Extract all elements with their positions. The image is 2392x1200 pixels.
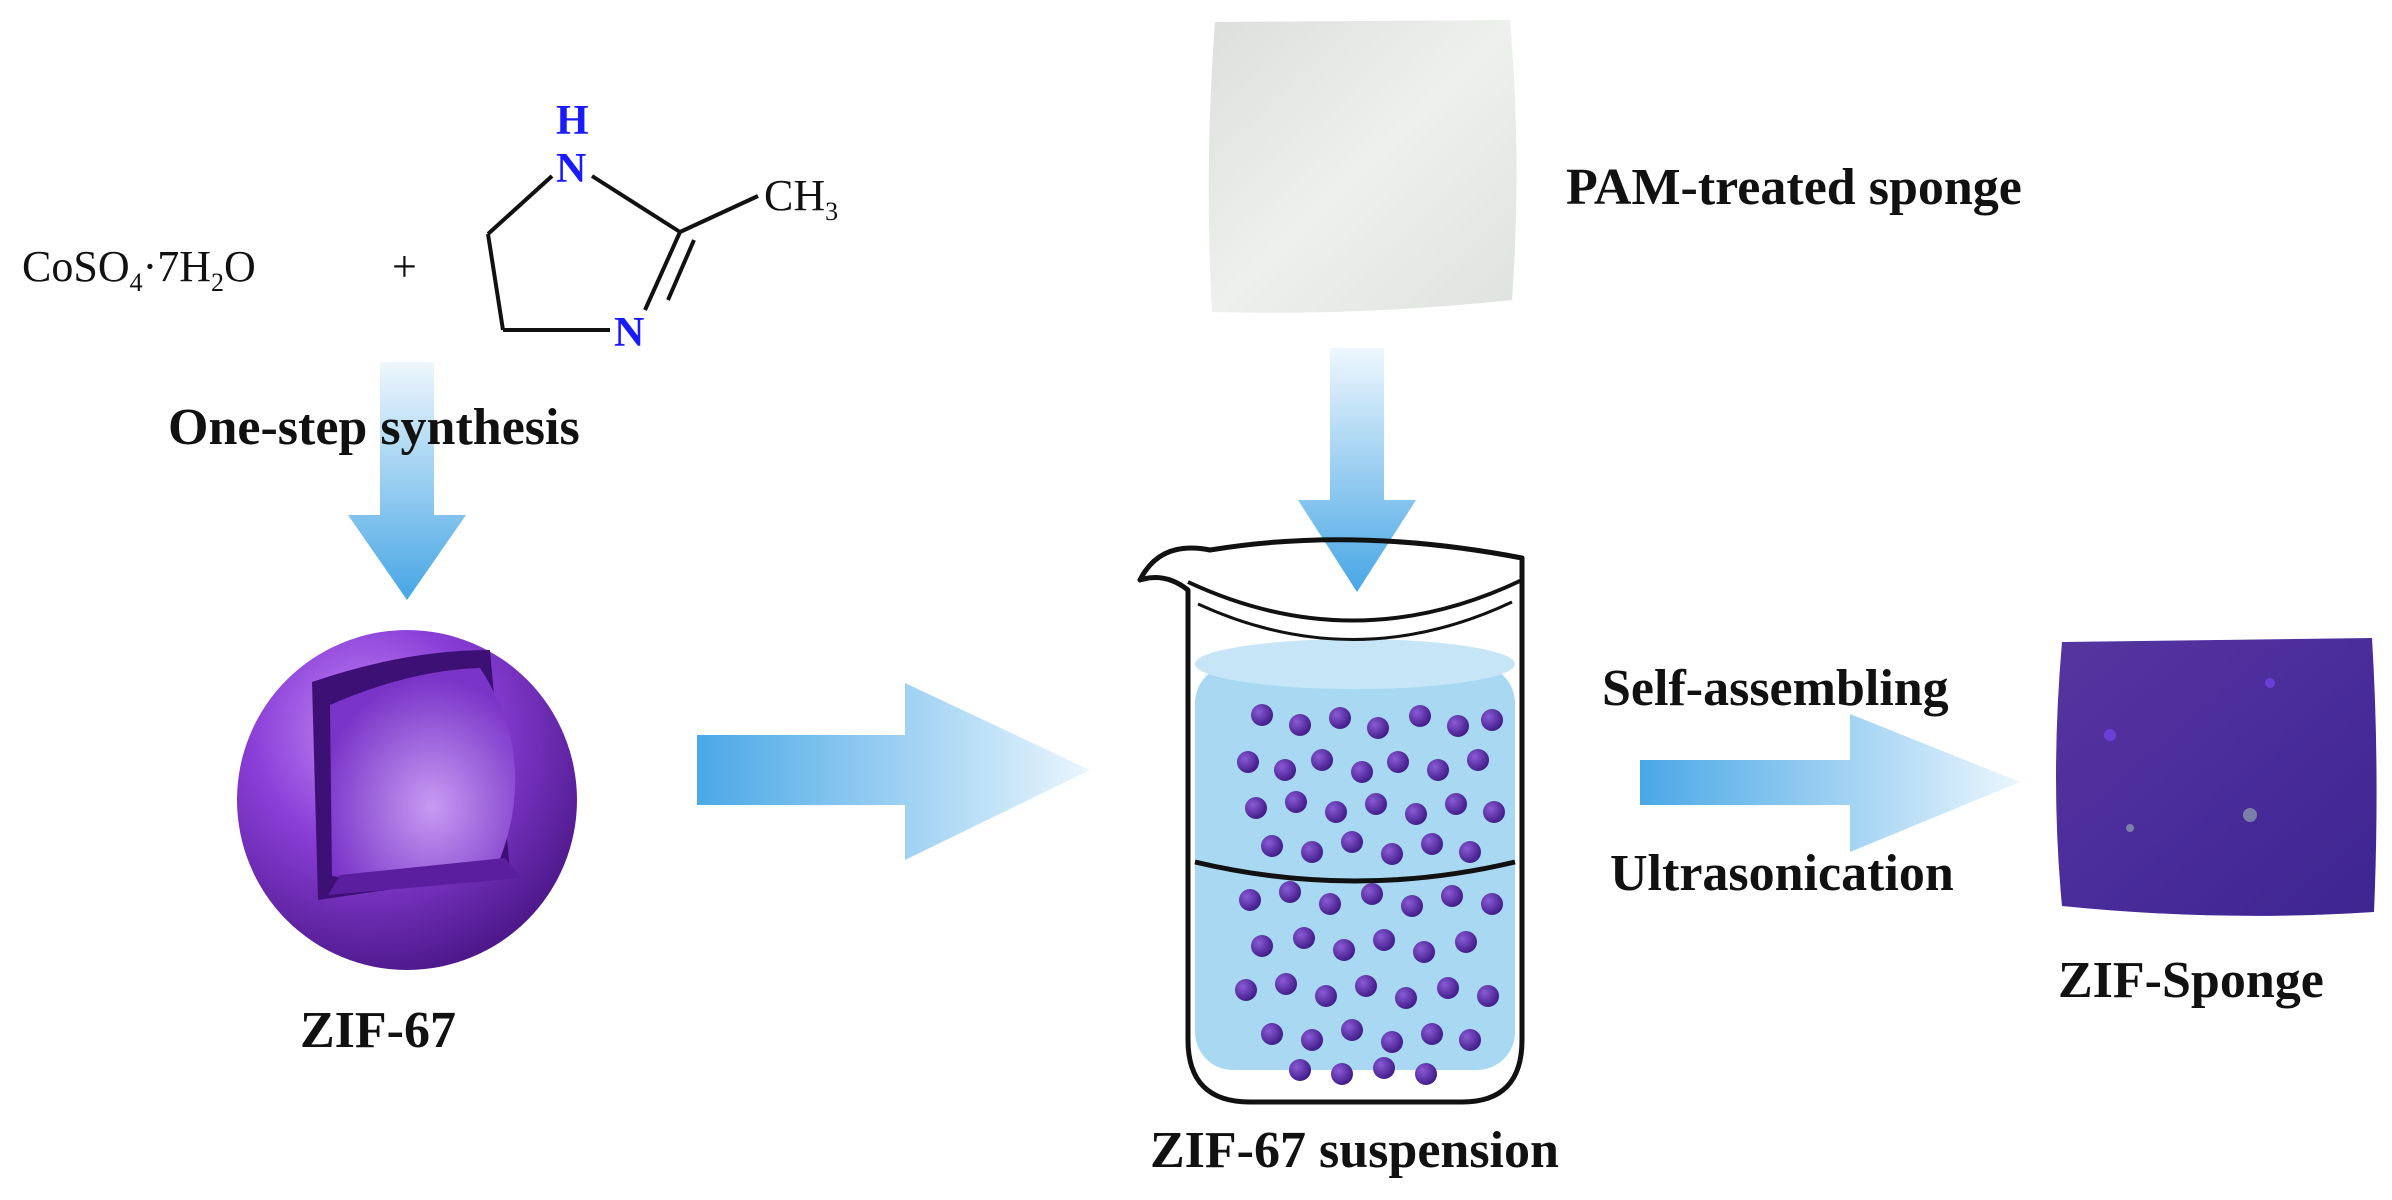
zif67-particle	[1445, 793, 1467, 815]
zif67-particle	[1455, 931, 1477, 953]
zif67-particle	[1481, 709, 1503, 731]
zif67-particle	[1239, 889, 1261, 911]
zif67-particle	[1405, 803, 1427, 825]
right-arrow-to-beaker	[697, 683, 1090, 860]
zif67-particle	[1251, 935, 1273, 957]
zif67-particle	[1421, 833, 1443, 855]
zif67-particle	[1395, 987, 1417, 1009]
zif67-particle	[1421, 1023, 1443, 1045]
one-step-synthesis-label: One-step synthesis	[168, 399, 580, 456]
down-arrow-synthesis	[348, 362, 466, 600]
zif67-particle	[1481, 893, 1503, 915]
zif67-particle	[1447, 715, 1469, 737]
zif67-particle	[1361, 883, 1383, 905]
zif67-particle	[1381, 1031, 1403, 1053]
imidazole-n2-atom: N	[614, 310, 645, 356]
zif67-particle	[1274, 759, 1296, 781]
zif67-particle	[1261, 835, 1283, 857]
zif67-sphere	[237, 630, 577, 970]
zif67-particle	[1245, 797, 1267, 819]
zif67-particle	[1285, 791, 1307, 813]
zif67-particle	[1341, 831, 1363, 853]
plus-sign: +	[392, 242, 417, 291]
zif67-particle	[1333, 939, 1355, 961]
zif67-particle	[1355, 975, 1377, 997]
zif67-particle	[1467, 749, 1489, 771]
pam-sponge-image	[1208, 20, 1517, 313]
zif67-particle	[1373, 929, 1395, 951]
pam-sponge-label: PAM-treated sponge	[1566, 159, 2022, 216]
zif67-label: ZIF-67	[300, 1002, 456, 1059]
zif67-particle	[1367, 717, 1389, 739]
imidazole-structure	[486, 174, 759, 332]
zif-sponge-label: ZIF-Sponge	[2058, 952, 2324, 1009]
zif67-particles	[1235, 704, 1505, 1085]
zif67-particle	[1415, 1063, 1437, 1085]
zif67-particle	[1301, 841, 1323, 863]
zif67-particle	[1289, 714, 1311, 736]
zif67-particle	[1261, 1023, 1283, 1045]
imidazole-n1-atom: N	[556, 146, 587, 192]
self-assembling-label: Self-assembling	[1602, 660, 1949, 717]
methyl-group: CH3	[764, 171, 839, 226]
zif67-particle	[1293, 927, 1315, 949]
zif67-particle	[1319, 893, 1341, 915]
zif67-particle	[1381, 843, 1403, 865]
ultrasonication-label: Ultrasonication	[1610, 845, 1954, 902]
zif67-particle	[1409, 705, 1431, 727]
imidazole-h-atom: H	[556, 98, 589, 144]
zif67-particle	[1351, 761, 1373, 783]
zif67-particle	[1483, 801, 1505, 823]
zif67-particle	[1365, 793, 1387, 815]
zif67-particle	[1237, 751, 1259, 773]
zif67-particle	[1437, 977, 1459, 999]
zif67-particle	[1331, 1063, 1353, 1085]
right-arrow-to-zif-sponge	[1640, 714, 2020, 852]
zif67-particle	[1459, 1029, 1481, 1051]
cobalt-sulfate-formula: CoSO4·7H2O	[22, 242, 256, 297]
zif67-particle	[1477, 985, 1499, 1007]
zif67-particle	[1427, 759, 1449, 781]
zif67-particle	[1373, 1057, 1395, 1079]
zif67-particle	[1301, 1029, 1323, 1051]
zif67-particle	[1413, 941, 1435, 963]
zif67-particle	[1341, 1019, 1363, 1041]
down-arrow-to-beaker	[1298, 348, 1416, 592]
zif67-particle	[1279, 881, 1301, 903]
zif67-particle	[1235, 979, 1257, 1001]
zif67-particle	[1441, 885, 1463, 907]
zif67-suspension-label: ZIF-67 suspension	[1150, 1122, 1559, 1179]
zif67-particle	[1329, 707, 1351, 729]
zif67-particle	[1289, 1059, 1311, 1081]
zif67-particle	[1325, 801, 1347, 823]
zif67-particle	[1275, 973, 1297, 995]
zif67-particle	[1459, 841, 1481, 863]
zif67-particle	[1311, 749, 1333, 771]
zif67-particle	[1251, 704, 1273, 726]
zif67-particle	[1315, 985, 1337, 1007]
zif-sponge-image	[2056, 638, 2377, 916]
zif67-particle	[1401, 895, 1423, 917]
zif67-particle	[1387, 751, 1409, 773]
